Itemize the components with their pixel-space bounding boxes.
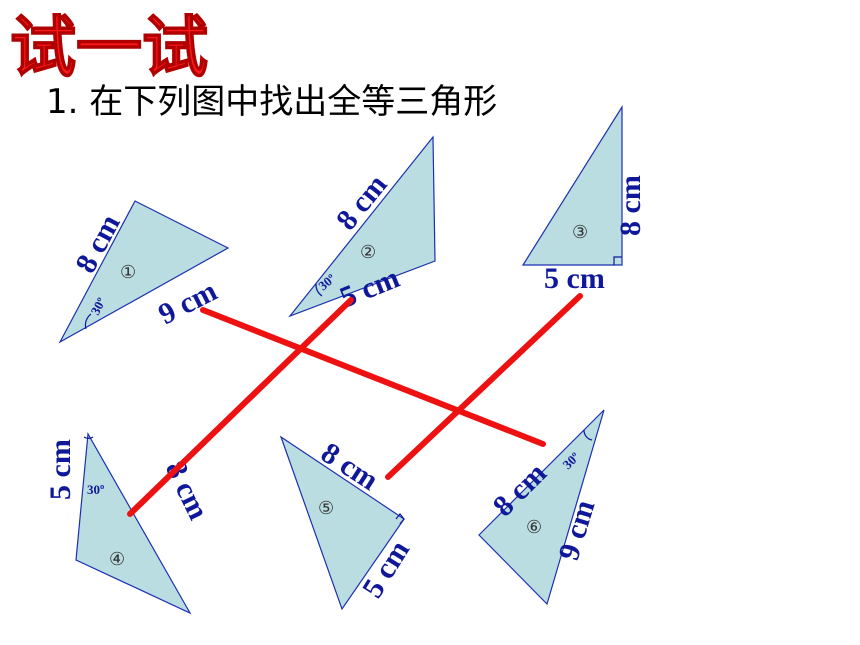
triangle-1-number: ①: [120, 262, 136, 283]
triangle-4-side-b: 8 cm: [159, 456, 215, 525]
triangle-2-number: ②: [360, 242, 376, 263]
triangle-4-side-a: 5 cm: [44, 439, 77, 500]
triangle-3-number: ③: [572, 222, 588, 243]
triangle-3-side-a: 8 cm: [614, 175, 647, 236]
triangle-1-angle: 30º: [87, 295, 108, 317]
triangle-4-shape: [75, 432, 192, 615]
triangle-4-number: ④: [109, 549, 125, 570]
triangle-3-shape: [521, 104, 623, 266]
triangle-5-shape: [279, 435, 405, 611]
right-angle-mark-3: [613, 256, 622, 265]
triangle-5-number: ⑤: [318, 498, 334, 519]
angle-arc-2: [315, 283, 323, 297]
triangle-3: ③ 8 cm 5 cm: [521, 104, 647, 295]
triangle-3-side-b: 5 cm: [544, 262, 605, 295]
triangle-5: ⑤ 8 cm 5 cm: [279, 435, 416, 611]
angle-arc-6: [583, 429, 593, 441]
question-text: 1. 在下列图中找出全等三角形: [46, 82, 497, 122]
slide-heading: 试一试: [10, 9, 208, 86]
triangle-1: ① 8 cm 9 cm 30º: [58, 200, 230, 344]
triangle-4: ④ 5 cm 8 cm 30º: [44, 432, 215, 615]
match-line-2-4: [127, 297, 354, 517]
right-angle-mark-5: [395, 513, 405, 525]
match-line-1-6: [200, 307, 546, 447]
triangle-6-number: ⑥: [526, 517, 542, 538]
angle-arc-4: [83, 436, 94, 439]
angle-arc-1: [84, 313, 92, 330]
triangle-6-shape: [478, 409, 605, 606]
triangle-6: ⑥ 8 cm 9 cm 30º: [478, 409, 605, 606]
triangle-2: ② 8 cm 5 cm 30º: [288, 135, 436, 318]
triangle-2-shape: [288, 135, 436, 318]
triangle-1-shape: [58, 200, 230, 344]
match-line-3-5: [385, 293, 583, 480]
triangle-4-angle: 30º: [87, 482, 104, 497]
